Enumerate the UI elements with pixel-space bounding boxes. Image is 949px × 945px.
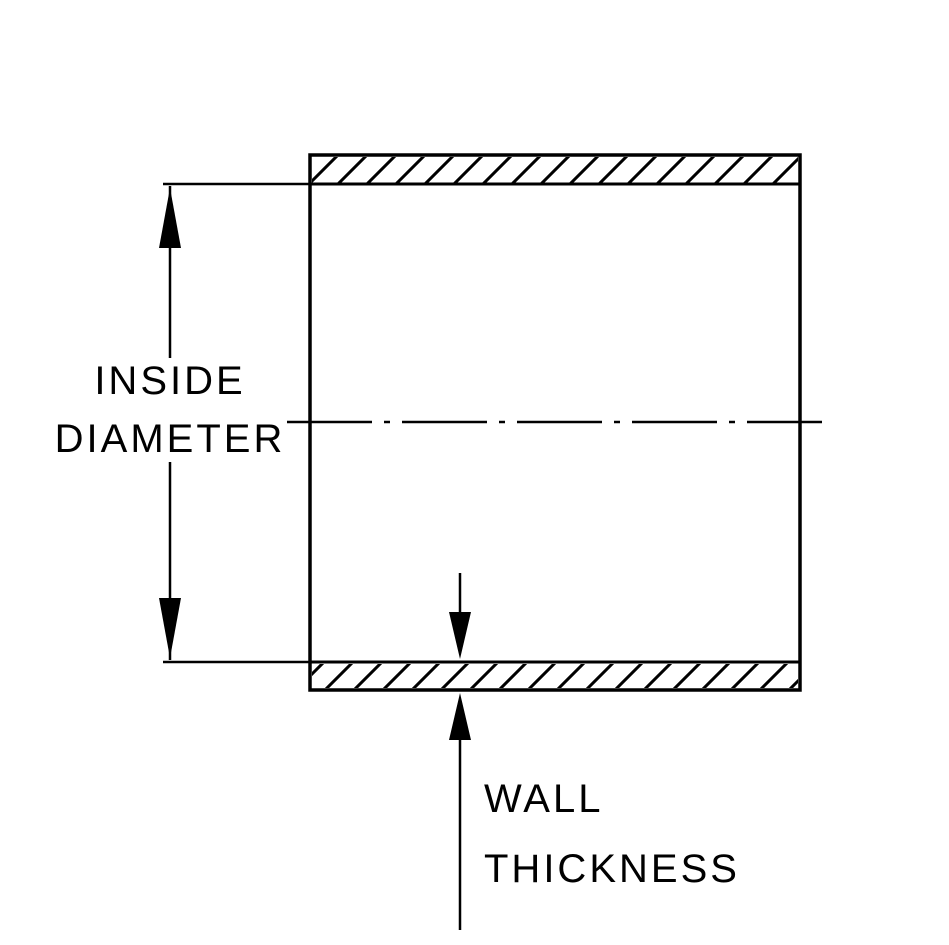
inside-diameter-label-line2: DIAMETER bbox=[55, 417, 286, 461]
wall-thickness-arrow-down-icon bbox=[449, 612, 471, 659]
wall-thickness-label-line2: THICKNESS bbox=[484, 847, 740, 891]
bottom-wall-hatch bbox=[312, 664, 798, 688]
inside-diameter-label-line1: INSIDE bbox=[94, 359, 245, 403]
wall-thickness-label-line1: WALL bbox=[484, 777, 603, 821]
inside-diameter-arrow-up-icon bbox=[159, 188, 181, 248]
wall-thickness-arrow-up-icon bbox=[449, 693, 471, 740]
top-wall-hatch bbox=[312, 157, 798, 183]
inside-diameter-arrow-down-icon bbox=[159, 598, 181, 658]
